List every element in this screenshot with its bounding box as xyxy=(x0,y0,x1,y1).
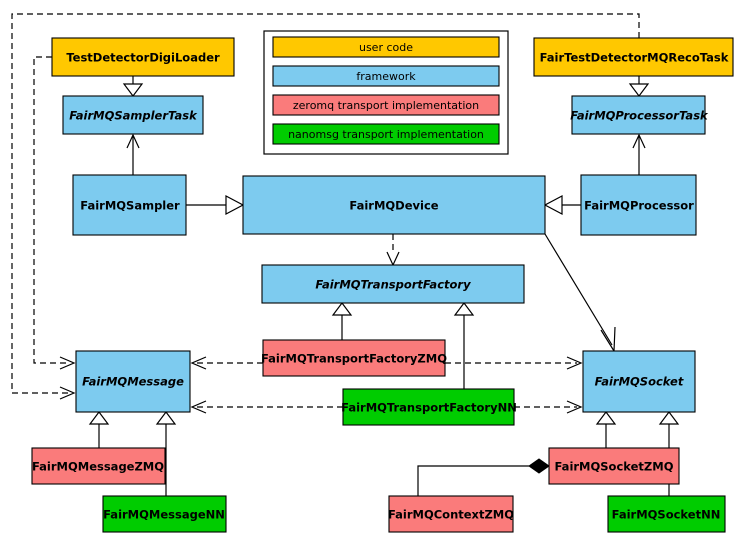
arrowhead-factoryzmq-to-socket xyxy=(566,356,583,370)
node-label-FairMQSampler: FairMQSampler xyxy=(80,199,180,213)
node-box-FairMQDevice[interactable] xyxy=(242,175,546,235)
diamond-contextzmq-to-socketzmq xyxy=(528,458,550,474)
arrowhead-factorynn-to-socket xyxy=(566,400,583,414)
node-box-FairMQSocketNN[interactable] xyxy=(607,495,726,533)
arrowhead-sampler-to-device xyxy=(225,195,245,215)
node-box-FairMQMessageNN[interactable] xyxy=(102,495,227,533)
arrowhead-factorynn-to-factory xyxy=(453,302,475,316)
arrowhead-factoryzmq-to-factory xyxy=(331,302,353,316)
node-box-FairMQProcessor[interactable] xyxy=(580,174,697,236)
legend: user code framework zeromq transport imp… xyxy=(263,30,509,155)
node-FairMQMessage[interactable]: FairMQMessage xyxy=(75,350,191,413)
node-FairMQMessageZMQ[interactable]: FairMQMessageZMQ xyxy=(31,447,166,485)
arrowhead-socketzmq-to-socket xyxy=(595,411,617,425)
arrowhead-sampler-to-samplertask xyxy=(126,133,140,149)
node-box-FairMQSocket[interactable] xyxy=(582,350,696,413)
node-label-FairMQSocketZMQ: FairMQSocketZMQ xyxy=(555,460,674,474)
legend-entry-zeromq: zeromq transport implementation xyxy=(272,94,500,116)
node-box-FairMQTransportFactoryNN[interactable] xyxy=(342,388,515,426)
node-label-FairMQTransportFactoryNN: FairMQTransportFactoryNN xyxy=(341,401,517,415)
node-FairMQProcessor[interactable]: FairMQProcessor xyxy=(580,174,697,236)
edge-group-associations xyxy=(544,233,616,353)
legend-swatch-nanomsg xyxy=(272,123,500,145)
node-label-TestDetectorDigiLoader: TestDetectorDigiLoader xyxy=(66,51,220,65)
legend-swatch-zeromq xyxy=(272,94,500,116)
node-label-FairMQMessage: FairMQMessage xyxy=(82,375,184,389)
legend-label-framework: framework xyxy=(356,70,416,83)
node-label-FairMQTransportFactoryZMQ: FairMQTransportFactoryZMQ xyxy=(261,352,447,366)
node-label-FairMQContextZMQ: FairMQContextZMQ xyxy=(388,508,514,522)
node-box-FairMQSamplerTask[interactable] xyxy=(62,95,204,135)
edge-group-generalizations xyxy=(88,76,680,496)
arrowhead-digiloader-to-samplertask xyxy=(122,83,144,97)
node-label-FairMQMessageZMQ: FairMQMessageZMQ xyxy=(32,460,164,474)
legend-entry-framework: framework xyxy=(272,65,500,87)
node-label-FairMQDevice: FairMQDevice xyxy=(349,199,438,213)
class-nodes: TestDetectorDigiLoader FairMQSamplerTask… xyxy=(31,37,734,533)
node-FairMQMessageNN[interactable]: FairMQMessageNN xyxy=(102,495,227,533)
edge-group-dependencies xyxy=(190,234,583,414)
arrowhead-factoryzmq-to-message xyxy=(190,356,207,370)
legend-entry-nanomsg: nanomsg transport implementation xyxy=(272,123,500,145)
node-FairTestDetectorMQRecoTask[interactable]: FairTestDetectorMQRecoTask xyxy=(533,37,734,77)
node-box-FairMQContextZMQ[interactable] xyxy=(388,495,514,533)
node-FairMQDevice[interactable]: FairMQDevice xyxy=(242,175,546,235)
node-label-FairMQSamplerTask: FairMQSamplerTask xyxy=(69,109,198,123)
node-label-FairMQProcessorTask: FairMQProcessorTask xyxy=(570,109,709,123)
legend-swatch-framework xyxy=(272,65,500,87)
node-FairMQSocket[interactable]: FairMQSocket xyxy=(582,350,696,413)
node-box-TestDetectorDigiLoader[interactable] xyxy=(51,37,235,77)
node-label-FairMQMessageNN: FairMQMessageNN xyxy=(103,508,225,522)
arrowhead-recotask-to-message xyxy=(59,386,76,400)
legend-swatch-user-code xyxy=(272,36,500,58)
node-box-FairMQProcessorTask[interactable] xyxy=(571,95,706,135)
arrowhead-messagezmq-to-message xyxy=(88,411,110,425)
arrowhead-digiloader-to-message xyxy=(59,356,76,370)
node-label-FairMQSocketNN: FairMQSocketNN xyxy=(612,508,721,522)
node-box-FairMQMessageZMQ[interactable] xyxy=(31,447,166,485)
arrowhead-processor-to-processortask xyxy=(632,133,646,149)
node-FairMQSocketZMQ[interactable]: FairMQSocketZMQ xyxy=(548,447,680,485)
edge-digiloader-to-message xyxy=(33,56,70,364)
node-FairMQSamplerTask[interactable]: FairMQSamplerTask xyxy=(62,95,204,135)
node-label-FairMQSocket: FairMQSocket xyxy=(595,375,684,389)
node-box-FairTestDetectorMQRecoTask[interactable] xyxy=(533,37,734,77)
node-label-FairMQProcessor: FairMQProcessor xyxy=(584,199,694,213)
legend-label-nanomsg: nanomsg transport implementation xyxy=(288,128,484,141)
legend-entry-user-code: user code xyxy=(272,36,500,58)
node-FairMQSocketNN[interactable]: FairMQSocketNN xyxy=(607,495,726,533)
node-FairMQSampler[interactable]: FairMQSampler xyxy=(72,174,187,236)
edge-device-to-socket xyxy=(544,233,613,346)
node-FairMQTransportFactoryNN[interactable]: FairMQTransportFactoryNN xyxy=(341,388,517,426)
node-box-FairMQMessage[interactable] xyxy=(75,350,191,413)
node-FairMQTransportFactory[interactable]: FairMQTransportFactory xyxy=(261,264,525,304)
node-box-FairMQTransportFactory[interactable] xyxy=(261,264,525,304)
node-FairMQProcessorTask[interactable]: FairMQProcessorTask xyxy=(570,95,709,135)
arrowhead-device-to-transportfactory xyxy=(386,251,400,267)
node-FairMQTransportFactoryZMQ[interactable]: FairMQTransportFactoryZMQ xyxy=(261,339,447,377)
node-box-FairMQSocketZMQ[interactable] xyxy=(548,447,680,485)
arrowhead-processor-to-device xyxy=(543,195,563,215)
arrowhead-messagenn-to-message xyxy=(155,411,177,425)
edge-recotask-to-message xyxy=(11,13,640,394)
node-TestDetectorDigiLoader[interactable]: TestDetectorDigiLoader xyxy=(51,37,235,77)
edge-group-composition xyxy=(417,458,550,496)
node-FairMQContextZMQ[interactable]: FairMQContextZMQ xyxy=(388,495,514,533)
arrowhead-socketnn-to-socket xyxy=(658,411,680,425)
node-label-FairTestDetectorMQRecoTask: FairTestDetectorMQRecoTask xyxy=(540,51,729,65)
arrowhead-factorynn-to-message xyxy=(190,400,207,414)
edge-group-long-dependencies xyxy=(11,13,640,400)
edge-contextzmq-to-socketzmq xyxy=(417,465,529,496)
node-box-FairMQTransportFactoryZMQ[interactable] xyxy=(262,339,446,377)
node-box-FairMQSampler[interactable] xyxy=(72,174,187,236)
node-label-FairMQTransportFactory: FairMQTransportFactory xyxy=(315,278,471,292)
arrowhead-recotask-to-processortask xyxy=(628,83,650,97)
legend-label-user-code: user code xyxy=(359,41,413,54)
legend-label-zeromq: zeromq transport implementation xyxy=(293,99,479,112)
